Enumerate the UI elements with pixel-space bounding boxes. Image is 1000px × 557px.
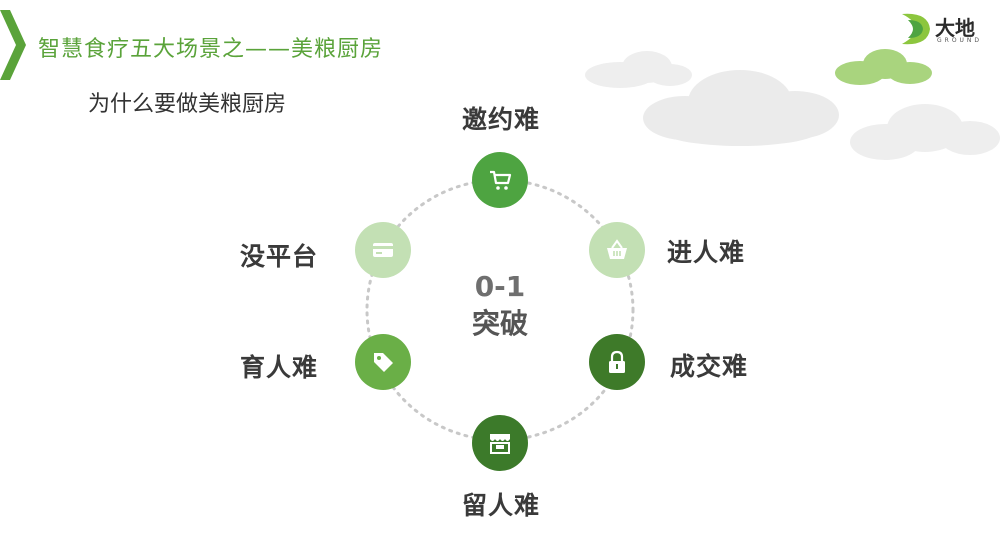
logo-mark-icon	[902, 13, 930, 45]
label-train: 育人难	[240, 353, 319, 382]
basket-icon	[607, 239, 627, 259]
brand-logo: 大地 GROUND	[898, 10, 993, 48]
node-basket	[589, 222, 645, 278]
label-invite: 邀约难	[462, 105, 541, 134]
node-lock	[589, 334, 645, 390]
tag-icon	[374, 353, 393, 372]
node-card	[355, 222, 411, 278]
node-tag	[355, 334, 411, 390]
logo-name: 大地	[935, 16, 975, 40]
lock-icon	[609, 350, 625, 373]
page-subtitle: 为什么要做美粮厨房	[88, 92, 287, 117]
logo-tagline: GROUND	[937, 37, 983, 44]
center-text: 0-1 突破	[440, 270, 560, 344]
label-entry: 进人难	[667, 238, 746, 267]
label-platform: 没平台	[240, 242, 319, 271]
cart-icon	[490, 170, 512, 190]
label-retain: 留人难	[462, 491, 541, 520]
center-number: 0-1	[474, 270, 526, 303]
chevron-accent-icon	[0, 10, 26, 80]
node-store	[472, 415, 528, 471]
store-icon	[490, 434, 510, 454]
page-title: 智慧食疗五大场景之——美粮厨房	[38, 37, 384, 62]
card-icon	[373, 243, 393, 257]
center-label: 突破	[471, 307, 528, 340]
label-deal: 成交难	[670, 352, 749, 381]
node-cart	[472, 152, 528, 208]
clouds-decoration	[585, 49, 1000, 160]
